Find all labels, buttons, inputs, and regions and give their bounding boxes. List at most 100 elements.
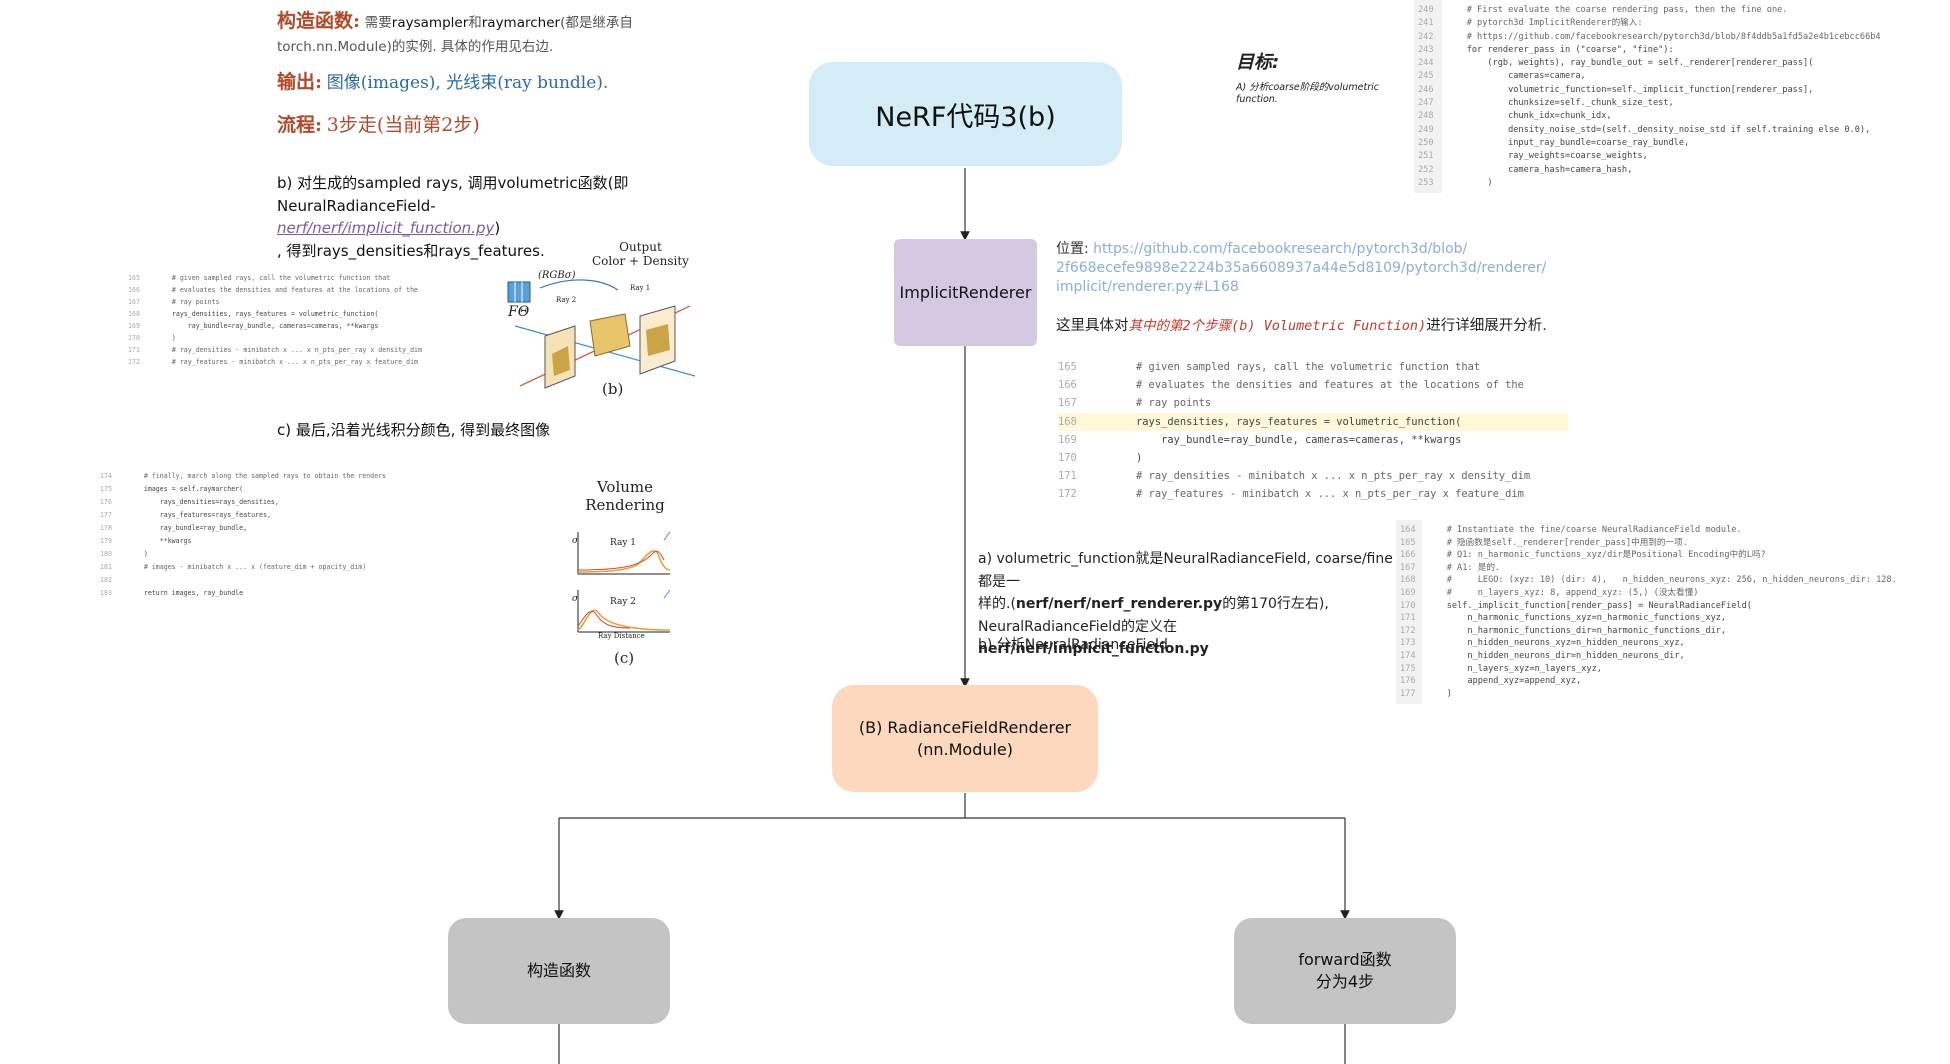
line-number: 248	[1418, 111, 1434, 122]
code-line: 180 )	[100, 548, 386, 561]
code-text: # evaluates the densities and features a…	[156, 286, 419, 294]
fig-b-rgb: (RGBσ)	[538, 270, 576, 281]
line-number: 252	[1418, 164, 1434, 175]
code-text: # evaluates the densities and features a…	[1086, 379, 1524, 392]
code-panel-bottom-right-gutter	[1396, 520, 1422, 704]
location-desc-b: 其中的第2个步骤(b) Volumetric Function)	[1128, 318, 1427, 334]
code-text: self._implicit_function[render_pass] = N…	[1426, 600, 1752, 611]
code-text: # ray_features - minibatch x ... x n_pts…	[156, 358, 419, 366]
code-line: 176 rays_densities=rays_densities,	[100, 496, 386, 509]
line-number: 251	[1418, 151, 1434, 162]
constructor-node[interactable]: 构造函数	[448, 918, 670, 1024]
goal-note: 目标: A) 分析coarse阶段的volumetric function.	[1236, 48, 1379, 106]
code-text: for renderer_pass in ("coarse", "fine"):	[1446, 44, 1674, 55]
fig-c-title-line2: Rendering	[585, 496, 665, 514]
location-block: 位置: https://github.com/facebookresearch/…	[1056, 240, 1576, 297]
mid-a-line3b: nerf/nerf/implicit_function.py	[978, 641, 1209, 657]
code-text: # n_layers_xyz: 8, append_xyz: (5,) (没太看…	[1426, 587, 1699, 598]
code-line: 253 )	[1418, 177, 1881, 190]
code-text: (rgb, weights), ray_bundle_out = self._r…	[1446, 58, 1814, 69]
implicit-function-link[interactable]: nerf/nerf/implicit_function.py	[277, 219, 495, 237]
output-label: 输出:	[277, 71, 323, 93]
line-number: 171	[1058, 470, 1077, 483]
code-text: input_ray_bundle=coarse_ray_bundle,	[1446, 137, 1690, 148]
fig-b-caption: (b)	[602, 380, 624, 398]
forward-node[interactable]: forward函数 分为4步	[1234, 918, 1456, 1024]
code-text: # images - minibatch x ... x (feature_di…	[128, 563, 367, 571]
line-number: 166	[1058, 379, 1077, 392]
code-text: # pytorch3d ImplicitRenderer的输入:	[1446, 18, 1643, 29]
code-snippet-step-b: 165 # given sampled rays, call the volum…	[128, 272, 422, 368]
line-number: 176	[1400, 676, 1416, 687]
code-text: )	[128, 550, 148, 558]
code-snippet-bottom-right: 164 # Instantiate the fine/coarse Neural…	[1400, 524, 1897, 700]
code-line: 179 **kwargs	[100, 535, 386, 548]
location-url-line3[interactable]: implicit/renderer.py#L168	[1056, 279, 1239, 295]
code-line: 173 n_hidden_neurons_xyz=n_hidden_neuron…	[1400, 637, 1897, 650]
ctor-text-c: 和	[468, 15, 482, 31]
code-line: 171 # ray_densities - minibatch x ... x …	[128, 344, 422, 356]
code-line: 181 # images - minibatch x ... x (featur…	[100, 561, 386, 574]
line-number: 167	[1058, 397, 1077, 410]
line-number: 182	[100, 576, 112, 584]
constructor-node-label: 构造函数	[526, 961, 591, 981]
forward-node-line2: 分为4步	[1315, 972, 1375, 991]
fig-b-ray1: Ray 1	[630, 284, 651, 292]
mid-notes: a) volumetric_function就是NeuralRadianceFi…	[978, 548, 1398, 661]
code-text: # A1: 是的.	[1426, 562, 1501, 573]
line-number: 170	[1400, 600, 1416, 611]
location-url-line1[interactable]: https://github.com/facebookresearch/pyto…	[1093, 241, 1468, 257]
line-number: 174	[100, 472, 112, 480]
fig-b-ftheta: FΘ	[508, 304, 530, 320]
line-number: 172	[128, 358, 140, 366]
goal-text-line2: function.	[1236, 94, 1278, 105]
line-number: 166	[128, 286, 140, 294]
code-text: # ray points	[156, 298, 220, 306]
output-note: 输出: 图像(images), 光线束(ray bundle).	[277, 67, 608, 94]
code-text: camera_hash=camera_hash,	[1446, 164, 1633, 175]
code-line: 169 ray_bundle=ray_bundle, cameras=camer…	[128, 320, 422, 332]
code-text: density_noise_std=(self._density_noise_s…	[1446, 124, 1871, 135]
code-text: )	[156, 334, 176, 342]
code-text: n_layers_xyz=n_layers_xyz,	[1426, 663, 1602, 674]
radiance-node-line2: (nn.Module)	[916, 739, 1014, 759]
line-number: 178	[100, 524, 112, 532]
line-number: 243	[1418, 44, 1434, 55]
location-label: 位置:	[1056, 241, 1089, 257]
line-number: 247	[1418, 98, 1434, 109]
code-line: 168 rays_densities, rays_features = volu…	[1058, 412, 1568, 431]
code-line: 174 # finally, march along the sampled r…	[100, 470, 386, 483]
code-line: 165 # given sampled rays, call the volum…	[128, 272, 422, 284]
code-text: ray_bundle=ray_bundle,	[128, 524, 248, 532]
mid-a-line3a: NeuralRadianceField的定义在	[978, 618, 1178, 635]
fig-c-title-line1: Volume	[596, 478, 654, 496]
code-text: n_harmonic_functions_xyz=n_harmonic_func…	[1426, 613, 1727, 624]
code-text: # given sampled rays, call the volumetri…	[156, 274, 391, 282]
line-number: 249	[1418, 124, 1434, 135]
mid-b-line: b) 分析NeuralRadianceField	[978, 637, 1168, 653]
forward-node-line1: forward函数	[1298, 950, 1392, 970]
code-line: 166 # evaluates the densities and featur…	[1058, 376, 1568, 394]
code-line: 170 self._implicit_function[render_pass]…	[1400, 600, 1897, 613]
code-line: 172 # ray_features - minibatch x ... x n…	[128, 356, 422, 368]
location-url-line2[interactable]: 2f668ecefe9898e2224b35a6608937a44e5d8109…	[1056, 260, 1547, 276]
line-number: 164	[1400, 525, 1416, 535]
figure-c: Volume Rendering σ σ Ray 1 Ray 2 Ray Dis…	[570, 478, 680, 678]
location-desc: 这里具体对其中的第2个步骤(b) Volumetric Function)进行详…	[1056, 314, 1547, 335]
code-line: 172 # ray_features - minibatch x ... x n…	[1058, 485, 1568, 503]
title-node[interactable]: NeRF代码3(b)	[809, 62, 1122, 166]
mid-a-line2a: 样的.(	[978, 596, 1016, 612]
mid-a-line2c: 的第170行左右),	[1222, 596, 1329, 612]
line-number: 177	[1400, 688, 1416, 699]
implicit-renderer-node[interactable]: ImplicitRenderer	[894, 239, 1037, 346]
code-line: 165 # given sampled rays, call the volum…	[1058, 358, 1568, 376]
step-c-note: c) 最后,沿着光线积分颜色, 得到最终图像	[277, 419, 550, 440]
step-b-line2a: NeuralRadianceField-	[277, 196, 436, 215]
code-text: )	[1426, 688, 1452, 699]
line-number: 169	[1058, 433, 1077, 446]
radiance-field-renderer-node[interactable]: (B) RadianceFieldRenderer (nn.Module)	[832, 685, 1098, 792]
code-text: return images, ray_bundle	[128, 589, 244, 597]
code-line: 168 rays_densities, rays_features = volu…	[128, 308, 422, 320]
line-number: 168	[1400, 575, 1416, 586]
code-line: 166 # evaluates the densities and featur…	[128, 284, 422, 296]
